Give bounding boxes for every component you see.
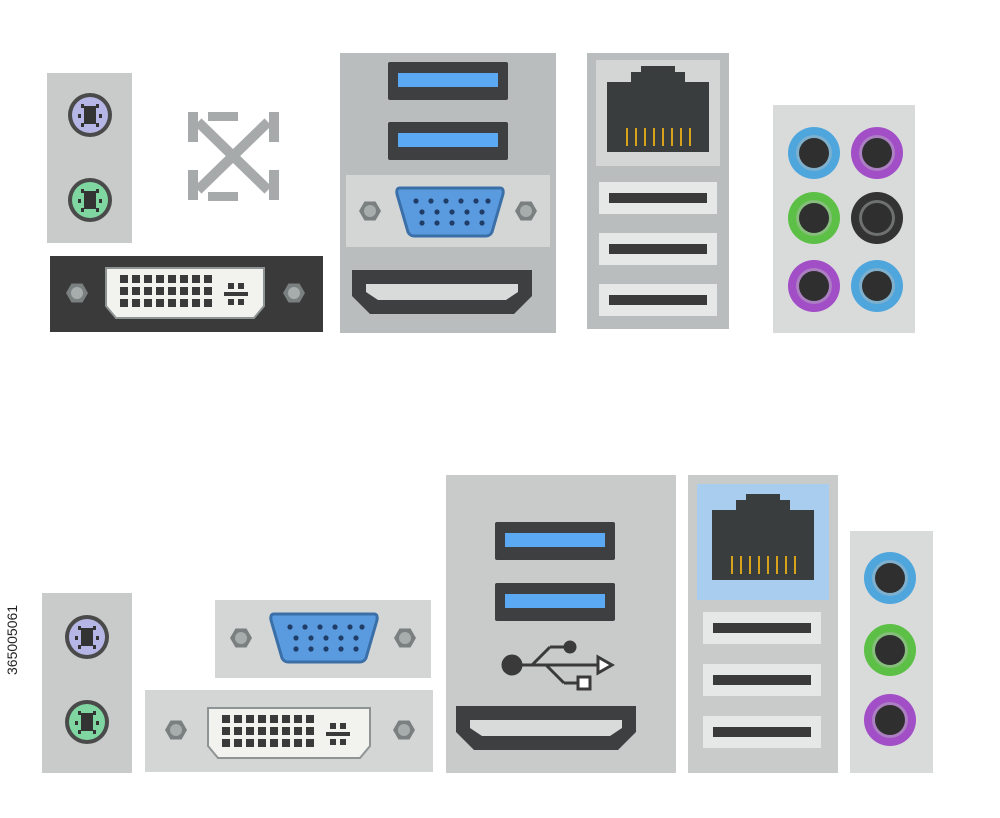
audio-panel-bottom: [850, 531, 933, 773]
usb3-port: [495, 583, 615, 621]
audio-jack-green: [864, 624, 916, 676]
usb3-port: [388, 122, 508, 160]
lan-usb-panel-bottom: [688, 475, 838, 773]
usb2-port: [599, 284, 717, 316]
ps2-mouse-port: [68, 93, 112, 137]
vga-panel-bottom: [215, 600, 431, 678]
hdmi-port: [456, 706, 636, 750]
usb2-port: [703, 716, 821, 748]
usb3-port: [495, 522, 615, 560]
audio-jack-black: [851, 192, 903, 244]
audio-jack-blue: [788, 127, 840, 179]
audio-jack-purple: [851, 127, 903, 179]
audio-jack-green: [788, 192, 840, 244]
audio-jack-blue: [851, 260, 903, 312]
ps2-panel-top: [47, 73, 132, 243]
image-id-label: 365005061: [4, 604, 20, 676]
vga-port: [395, 186, 505, 238]
vga-port: [269, 612, 379, 664]
audio-jack-purple: [788, 260, 840, 312]
usb2-port: [599, 233, 717, 265]
ps2-panel-bottom: [42, 593, 132, 773]
usb3-port: [388, 62, 508, 100]
lan-usb-panel-top: [587, 53, 729, 329]
ps2-mouse-port: [65, 615, 109, 659]
usb2-port: [703, 612, 821, 644]
ps2-keyboard-port: [68, 178, 112, 222]
usb2-port: [703, 664, 821, 696]
ps2-keyboard-port: [65, 700, 109, 744]
audio-panel-top: [773, 105, 915, 333]
audio-jack-blue: [864, 552, 916, 604]
usb-hdmi-panel-bottom: [446, 475, 676, 773]
usb-vga-hdmi-panel-top: [340, 53, 556, 333]
audio-jack-purple: [864, 694, 916, 746]
dvi-panel-bottom: [145, 690, 433, 772]
usb-icon: [501, 640, 616, 691]
usb2-port: [599, 182, 717, 214]
dvi-panel-top: [50, 256, 323, 332]
cross-mark-icon: [188, 112, 279, 201]
hdmi-port: [352, 270, 532, 314]
